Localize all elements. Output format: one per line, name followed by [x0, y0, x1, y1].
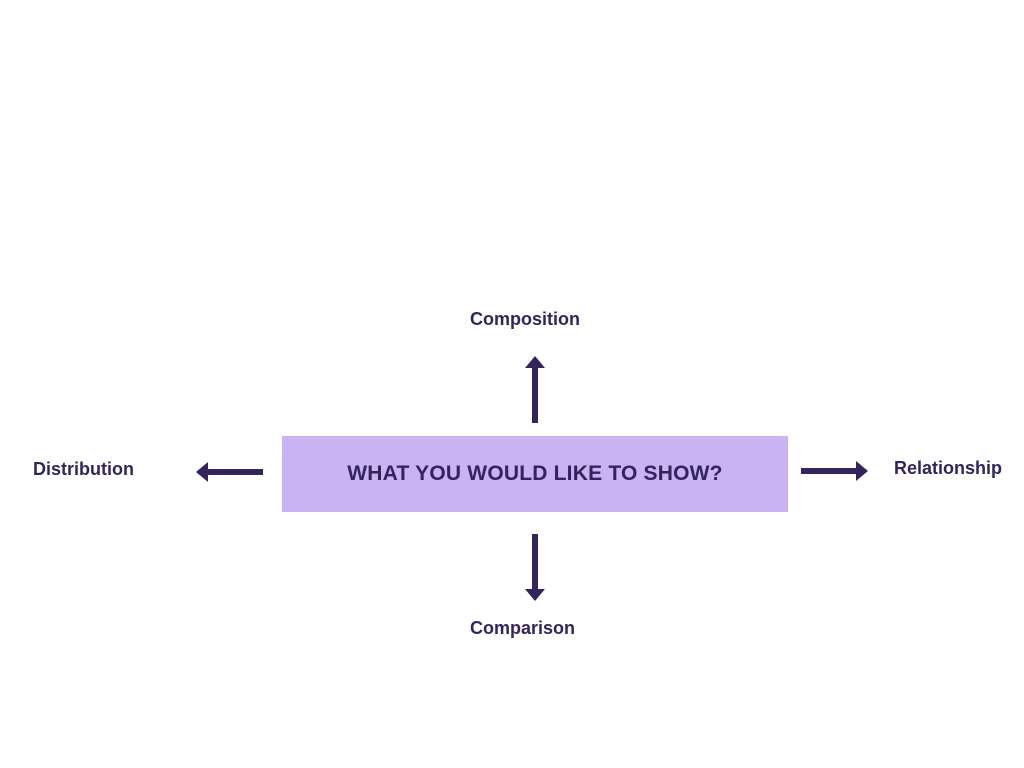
- relationship-label: Relationship: [894, 458, 1003, 478]
- arrow-down-icon: [525, 534, 545, 601]
- arrow-left-icon: [196, 462, 263, 482]
- arrow-right-icon: [801, 461, 868, 481]
- distribution-label: Distribution: [33, 459, 134, 479]
- center-question-box: WHAT YOU WOULD LIKE TO SHOW?: [282, 436, 788, 512]
- arrow-up-icon: [525, 356, 545, 423]
- center-question-label: WHAT YOU WOULD LIKE TO SHOW?: [347, 462, 723, 485]
- comparison-label: Comparison: [470, 618, 576, 638]
- composition-label: Composition: [470, 309, 580, 329]
